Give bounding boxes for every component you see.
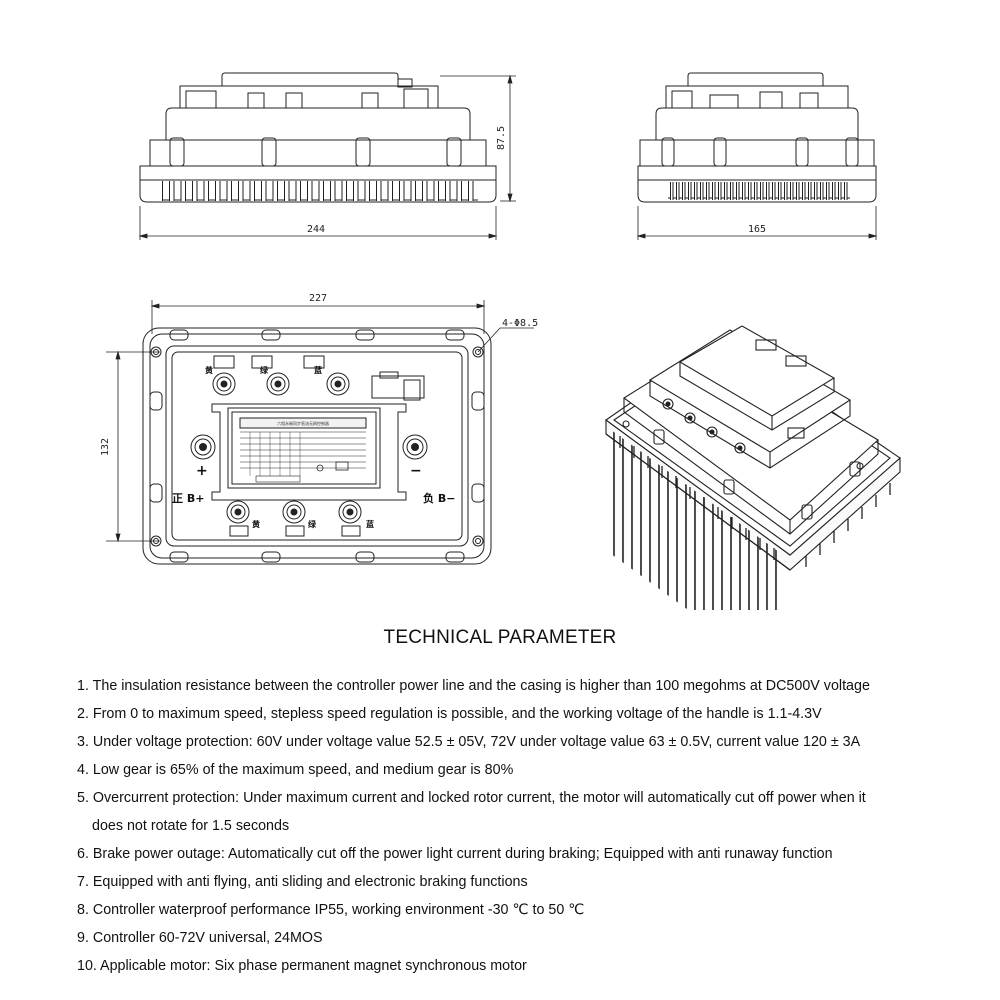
- battery-terminals: [190, 434, 428, 460]
- terminal-top-1-label: 黄: [205, 365, 213, 375]
- side-width-dimension: [636, 206, 878, 240]
- param-item-10: 10. Applicable motor: Six phase permanen…: [77, 958, 527, 974]
- terminal-bottom-3: [338, 500, 362, 524]
- side-view: [637, 72, 877, 203]
- terminal-bottom-1-label: 黄: [252, 519, 260, 529]
- param-item-1: 1. The insulation resistance between the…: [77, 678, 870, 694]
- param-item-7: 7. Equipped with anti flying, anti slidi…: [77, 874, 528, 890]
- top-terminals: [212, 355, 350, 396]
- negative-terminal: [402, 434, 428, 460]
- side-width-label: 165: [748, 224, 766, 235]
- terminal-top-2: [266, 372, 290, 396]
- terminal-bottom-3-label: 蓝: [366, 519, 374, 529]
- technical-parameter-list: 1. The insulation resistance between the…: [77, 672, 957, 980]
- controller-panel-title: 六相永磁同步直流无刷控制器: [277, 420, 329, 426]
- top-view-height-dimension: [106, 350, 160, 543]
- terminal-bottom-1: [226, 500, 250, 524]
- bottom-terminals: [226, 500, 362, 537]
- param-item-4: 4. Low gear is 65% of the maximum speed,…: [77, 762, 514, 778]
- param-item-5: 5. Overcurrent protection: Under maximum…: [77, 790, 866, 806]
- param-item-5-continued: does not rotate for 1.5 seconds: [77, 812, 957, 840]
- terminal-top-3: [326, 372, 350, 396]
- top-view-width-label: 227: [309, 293, 327, 304]
- terminal-top-3-label: 蓝: [314, 365, 322, 375]
- param-item-2: 2. From 0 to maximum speed, stepless spe…: [77, 706, 822, 722]
- top-view: [142, 327, 492, 565]
- plus-symbol: +: [196, 463, 208, 479]
- param-item-9: 9. Controller 60-72V universal, 24MOS: [77, 930, 323, 946]
- param-item-8: 8. Controller waterproof performance IP5…: [77, 902, 585, 918]
- param-item-6: 6. Brake power outage: Automatically cut…: [77, 846, 833, 862]
- front-width-dimension: [138, 206, 498, 240]
- front-view: [139, 72, 497, 203]
- front-height-dimension: [440, 74, 516, 203]
- top-view-width-dimension: [150, 300, 486, 334]
- front-height-label: 87.5: [496, 126, 507, 150]
- front-width-label: 244: [307, 224, 325, 235]
- param-item-5-continuation: does not rotate for 1.5 seconds: [92, 818, 290, 834]
- positive-terminal-label: 正 B+: [172, 492, 204, 505]
- positive-terminal: [190, 434, 216, 460]
- hole-callout-leader: [477, 327, 534, 353]
- top-view-height-label: 132: [100, 438, 111, 456]
- isometric-view: [605, 325, 901, 610]
- negative-terminal-label: 负 B−: [423, 491, 455, 505]
- hole-callout-label: 4-Φ8.5: [502, 318, 538, 329]
- terminal-top-1: [212, 372, 236, 396]
- terminal-bottom-2-label: 绿: [308, 519, 317, 529]
- technical-drawing: 244 87.5 165: [100, 72, 901, 610]
- param-item-3: 3. Under voltage protection: 60V under v…: [77, 734, 861, 750]
- minus-symbol: −: [410, 463, 422, 479]
- terminal-top-2-label: 绿: [260, 365, 269, 375]
- terminal-bottom-2: [282, 500, 306, 524]
- technical-parameter-title: TECHNICAL PARAMETER: [383, 627, 617, 648]
